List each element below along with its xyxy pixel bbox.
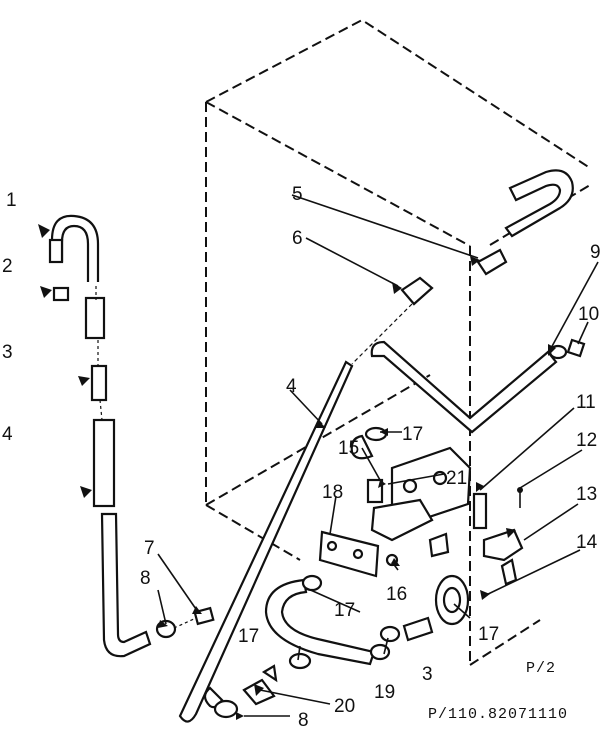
callout-17-lower: 17 xyxy=(238,626,259,647)
callout-2: 2 xyxy=(2,256,13,277)
leader-lines xyxy=(157,194,599,717)
part-9-tube xyxy=(370,338,586,434)
callout-14: 14 xyxy=(576,532,598,553)
callout-19: 19 xyxy=(374,682,395,703)
callout-5: 5 xyxy=(292,184,303,205)
cabinet-outline xyxy=(205,18,591,666)
callout-15: 15 xyxy=(338,438,359,459)
right-components xyxy=(434,487,524,626)
callout-21: 21 xyxy=(446,468,467,489)
callout-12: 12 xyxy=(576,430,597,451)
callout-8: 8 xyxy=(140,568,151,589)
callout-3-lower: 3 xyxy=(422,664,433,685)
left-tube-assembly xyxy=(48,214,215,658)
long-tube xyxy=(178,360,354,723)
callout-3: 3 xyxy=(2,342,13,363)
callout-17-middle: 17 xyxy=(334,600,355,621)
callout-4: 4 xyxy=(2,424,13,445)
callout-10: 10 xyxy=(578,304,599,325)
callout-labels: 1 2 3 4 5 6 4 7 8 9 10 11 12 13 14 15 16… xyxy=(2,184,601,730)
callout-17-right: 17 xyxy=(478,624,499,645)
part-code: P/110.82071110 xyxy=(428,706,568,723)
callout-9: 9 xyxy=(590,242,601,263)
upper-hoses xyxy=(351,169,574,365)
valve-assembly xyxy=(318,426,472,578)
page-mark: P/2 xyxy=(526,660,556,677)
arrowheads xyxy=(38,224,556,720)
callout-13: 13 xyxy=(576,484,597,505)
callout-8-lower: 8 xyxy=(298,710,309,730)
callout-7: 7 xyxy=(144,538,155,559)
callout-17-top: 17 xyxy=(402,424,423,445)
part-2-cap xyxy=(52,286,70,302)
callout-20: 20 xyxy=(334,696,355,717)
callout-11: 11 xyxy=(576,392,596,413)
callout-16: 16 xyxy=(386,584,407,605)
callout-1: 1 xyxy=(6,190,17,211)
callout-4-long-tube: 4 xyxy=(286,376,297,397)
callout-18: 18 xyxy=(322,482,343,503)
callout-6: 6 xyxy=(292,228,303,249)
footer: P/2 P/110.82071110 xyxy=(428,660,568,723)
